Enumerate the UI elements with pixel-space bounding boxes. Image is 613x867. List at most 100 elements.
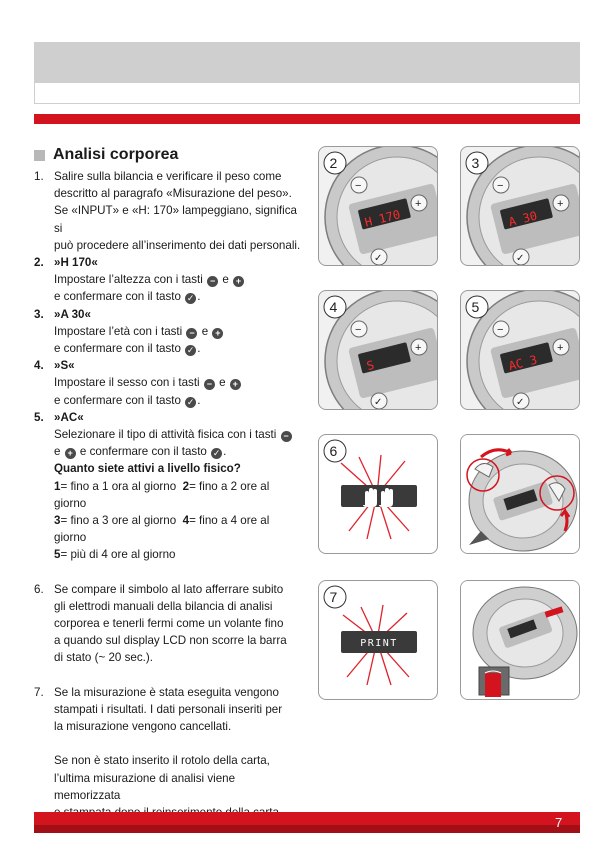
- step-text: e: [201, 324, 209, 338]
- step-number: 3.: [34, 307, 44, 321]
- option-number: 2: [182, 479, 190, 493]
- figure-3: A 30 − + ✓ 3: [460, 146, 580, 266]
- option-text: = più di 4 ore al giorno: [60, 548, 176, 562]
- step-text: Se «INPUT» e «H: 170» lampeggiano, signi…: [54, 204, 297, 235]
- minus-button-icon: −: [497, 324, 503, 336]
- ok-button-icon: ✓: [516, 397, 524, 408]
- minus-button-icon: −: [355, 180, 361, 192]
- plus-button-icon: +: [415, 198, 421, 210]
- option-text: = fino a 2 ore al giorno: [54, 479, 270, 510]
- section-heading: Analisi corporea: [34, 146, 178, 164]
- step-text: Salire sulla bilancia e verificare il pe…: [54, 170, 282, 183]
- ok-key-icon: ✓: [211, 448, 223, 460]
- step-text: e confermare con il tasto ✓.: [54, 288, 304, 305]
- plus-button-icon: +: [557, 198, 563, 210]
- step-4: 4. »S« Impostare il sesso con i tasti − …: [34, 357, 304, 409]
- spacer: [34, 667, 304, 684]
- display-readout: AC 3: [507, 353, 538, 374]
- step-text: Impostare l’altezza con i tasti − e +: [54, 271, 304, 288]
- figure-6: 6: [318, 434, 438, 554]
- step-heading: »AC«: [54, 410, 84, 424]
- header-subbar: [34, 83, 580, 104]
- step-1: 1. Salire sulla bilancia e verificare il…: [34, 168, 304, 254]
- step-text: la misurazione vengono cancellati.: [54, 720, 232, 734]
- spacer: [34, 564, 304, 581]
- step-number: 7.: [34, 685, 44, 699]
- step-text: Impostare il sesso con i tasti: [54, 376, 200, 390]
- step-text: e: [54, 445, 61, 459]
- header-red-stripe: [34, 114, 580, 124]
- step-text: Impostare l’altezza con i tasti: [54, 273, 203, 287]
- ok-key-icon: ✓: [185, 293, 197, 305]
- step-text: Se la misurazione è stata eseguita vengo…: [54, 685, 279, 699]
- figure-2: H 170 − + ✓ 2: [318, 146, 438, 266]
- ok-key-icon: ✓: [185, 396, 197, 408]
- step-text: e confermare con il tasto: [54, 342, 181, 356]
- step-6: 6. Se compare il simbolo al lato afferra…: [34, 581, 304, 667]
- option-text: = fino a 4 ore al giorno: [54, 514, 270, 545]
- step-text: e confermare con il tasto: [79, 445, 207, 459]
- option-number: 1: [54, 479, 61, 493]
- ok-button-icon: ✓: [374, 253, 382, 264]
- step-text: e + e confermare con il tasto ✓.: [54, 443, 304, 460]
- plus-key-icon: +: [64, 448, 76, 460]
- step-3: 3. »A 30« Impostare l’età con i tasti − …: [34, 306, 304, 358]
- step-text: Impostare l’età con i tasti − e +: [54, 323, 304, 340]
- step-text: gli elettrodi manuali della bilancia di …: [54, 599, 273, 613]
- step-text: e: [219, 376, 226, 390]
- figure-number: 3: [472, 155, 480, 171]
- plus-key-icon: +: [212, 327, 224, 339]
- step-text: può procedere all’inserimento dei dati p…: [54, 238, 301, 252]
- step-text: a quando sul display LCD non scorre la b…: [54, 634, 287, 648]
- figure-number: 7: [330, 589, 338, 605]
- activity-question: Quanto siete attivi a livello fisico?: [54, 462, 241, 476]
- minus-button-icon: −: [355, 324, 361, 336]
- step-text: Se non è stato inserito il rotolo della …: [54, 754, 270, 768]
- plus-key-icon: +: [229, 379, 241, 391]
- step-text: .: [197, 393, 201, 407]
- plus-key-icon: +: [233, 276, 245, 288]
- step-heading: »H 170«: [54, 256, 98, 270]
- option-number: 3: [54, 514, 61, 528]
- figure-4: S − + ✓ 4: [318, 290, 438, 410]
- section-title: Analisi corporea: [53, 146, 179, 163]
- step-text: e confermare con il tasto: [54, 290, 181, 304]
- activity-options-row: 1= fino a 1 ora al giorno 2= fino a 2 or…: [54, 478, 304, 512]
- step-7: 7. Se la misurazione è stata eseguita ve…: [34, 684, 304, 821]
- step-text: l’ultima misurazione di analisi viene me…: [54, 771, 236, 802]
- step-number: 1.: [34, 170, 44, 183]
- step-text: e confermare con il tasto ✓.: [54, 340, 304, 357]
- step-text: Impostare l’età con i tasti: [54, 324, 183, 338]
- ok-key-icon: ✓: [185, 345, 197, 357]
- option-number: 4: [182, 514, 190, 528]
- step-text: di stato (~ 20 sec.).: [54, 651, 153, 665]
- step-text: stampati i risultati. I dati personali i…: [54, 702, 283, 716]
- step-text: .: [197, 290, 201, 304]
- minus-key-icon: −: [280, 431, 292, 443]
- display-readout: A 30: [507, 209, 538, 230]
- step-text: corporea e tenerli fermi come un volante…: [54, 617, 284, 631]
- step-heading: »S«: [54, 359, 75, 373]
- step-2: 2. »H 170« Impostare l’altezza con i tas…: [34, 254, 304, 306]
- minus-key-icon: −: [207, 276, 219, 288]
- figure-number: 6: [330, 443, 338, 459]
- step-text: Selezionare il tipo di attività fisica c…: [54, 426, 304, 443]
- step-text: e confermare con il tasto ✓.: [54, 392, 304, 409]
- figure-number: 2: [330, 155, 338, 171]
- figure-7: PRINT 7: [318, 580, 438, 700]
- option-number: 5: [54, 548, 61, 562]
- minus-key-icon: −: [186, 327, 198, 339]
- heading-square-icon: [34, 149, 45, 161]
- step-number: 5.: [34, 410, 44, 424]
- option-text: = fino a 3 ore al giorno: [60, 514, 177, 528]
- figure-number: 5: [472, 299, 480, 315]
- step-number: 2.: [34, 256, 44, 270]
- header-bar: [34, 42, 580, 83]
- step-number: 4.: [34, 359, 44, 373]
- ok-button-icon: ✓: [374, 397, 382, 408]
- display-readout: S: [365, 358, 375, 373]
- step-text: descritto al paragrafo «Misurazione del …: [54, 187, 292, 201]
- figure-5: AC 3 − + ✓ 5: [460, 290, 580, 410]
- print-display: PRINT: [360, 638, 398, 649]
- activity-options-row: 5= più di 4 ore al giorno: [54, 546, 304, 563]
